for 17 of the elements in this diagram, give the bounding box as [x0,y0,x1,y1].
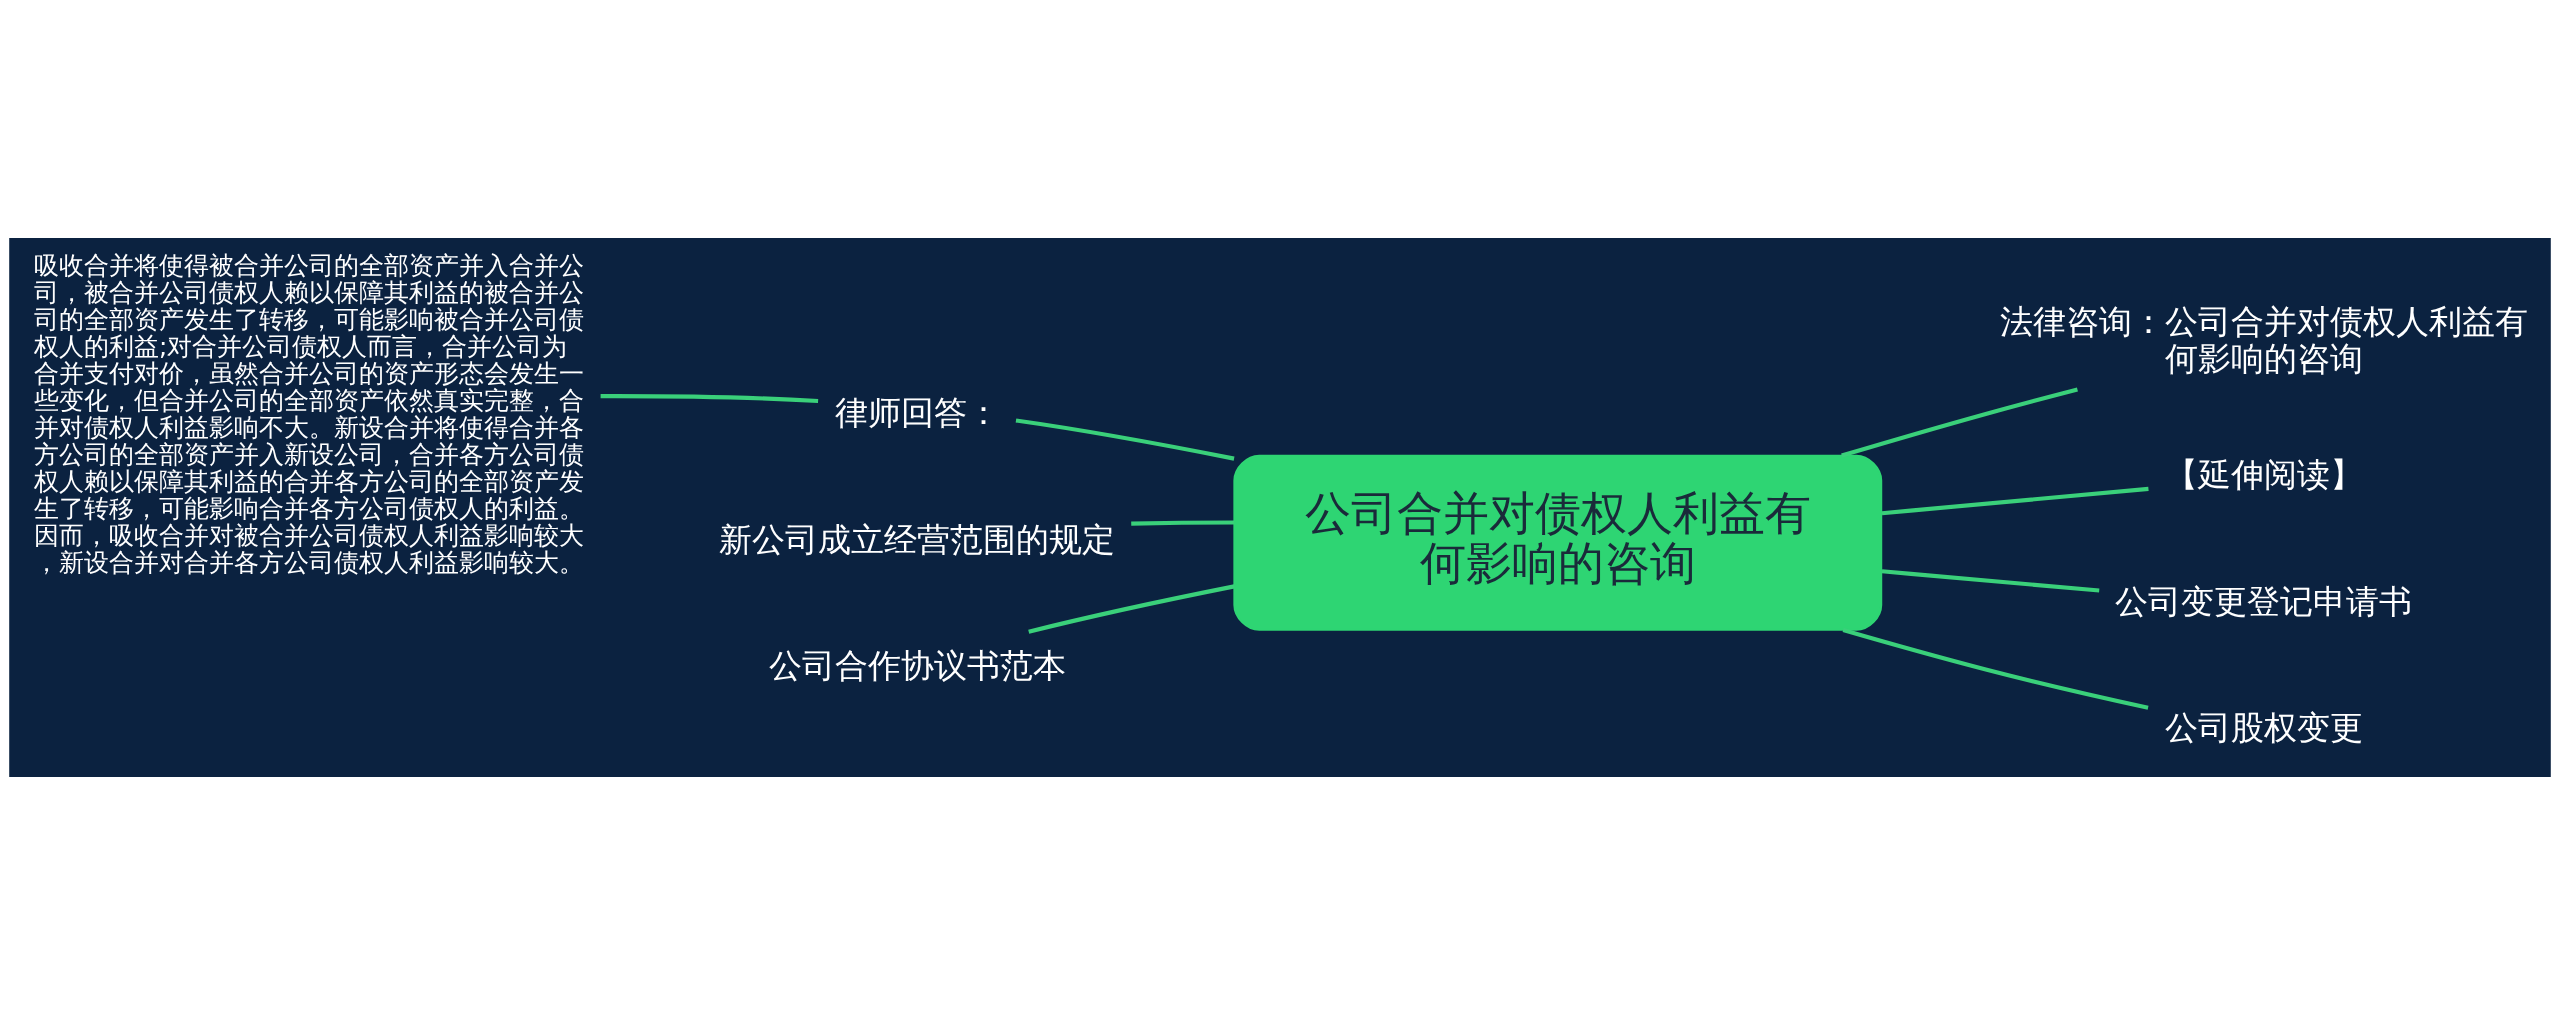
node-text: 公司变更登记申请书 [2115,581,2413,621]
node-text: 公司股权变更 [2164,707,2363,747]
node-text: 新公司成立经营范围的规定 [719,519,1116,559]
node-text: 公司合作协议书范本 [768,645,1066,685]
node-text: 吸收合并将使得被合并公司的全部资产并入合并公司，被合并公司债权人赖以保障其利益的被合并公司的全部资产发生了转移，可能影响被合并公司债权人的利益;对合并公司债权人而言，合并公司为合并支付对价，虽然合并公司的资产形态会发生一些变化，但合并公司的全部资产依然真实完整，合并对债权人利益影响不大。新设合并将使得合并各方公司的全部资产并入新设公司，合并各方公司债权人赖以保障其利益的合并各方公司的全部资产发生了转移，可能影响合并各方公司债权人的利益。因而，吸收合并对被合并公司债权人利益影响较大，新设合并对合并各方公司债权人利益影响较大。 [34,250,585,577]
connector [600,393,819,403]
connector [1881,486,2149,515]
node-text: 【延伸阅读】 [2164,454,2363,494]
connector [1841,386,2078,458]
connector [1028,583,1235,634]
connector [1131,519,1234,526]
connector [1842,627,2149,710]
connector [1015,417,1235,461]
node-text: 律师回答： [834,392,1000,432]
node-box: 公司合并对债权人利益有何影响的咨询 [1233,454,1883,631]
connector [1881,568,2100,593]
node-text: 法律咨询：公司合并对债权人利益有何影响的咨询 [1999,301,2528,378]
